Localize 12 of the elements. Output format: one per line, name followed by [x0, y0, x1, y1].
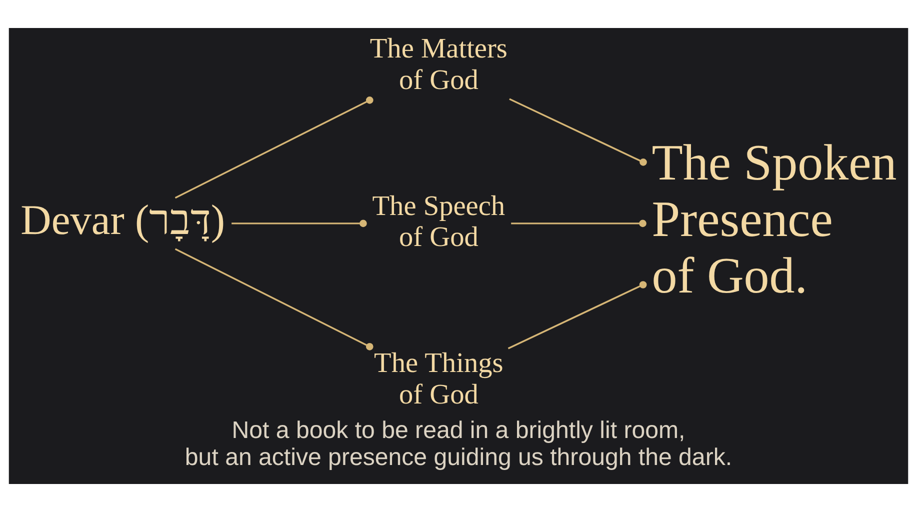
connector	[174, 96, 374, 199]
connector	[511, 220, 646, 228]
node-text: The Speech of God	[372, 190, 506, 254]
connector	[174, 248, 374, 350]
node-text: The Matters of God	[370, 34, 508, 96]
node-text: The Things of God	[374, 348, 504, 410]
connector	[508, 281, 647, 350]
connector	[509, 98, 647, 166]
connector	[232, 220, 367, 228]
caption: Not a book to be read in a brightly lit room, but an active presence guiding us through the dark.	[184, 417, 732, 472]
node-text: Devar (דָּבָר)	[20, 197, 226, 244]
node-text: The Spoken Presence of God.	[652, 135, 897, 305]
